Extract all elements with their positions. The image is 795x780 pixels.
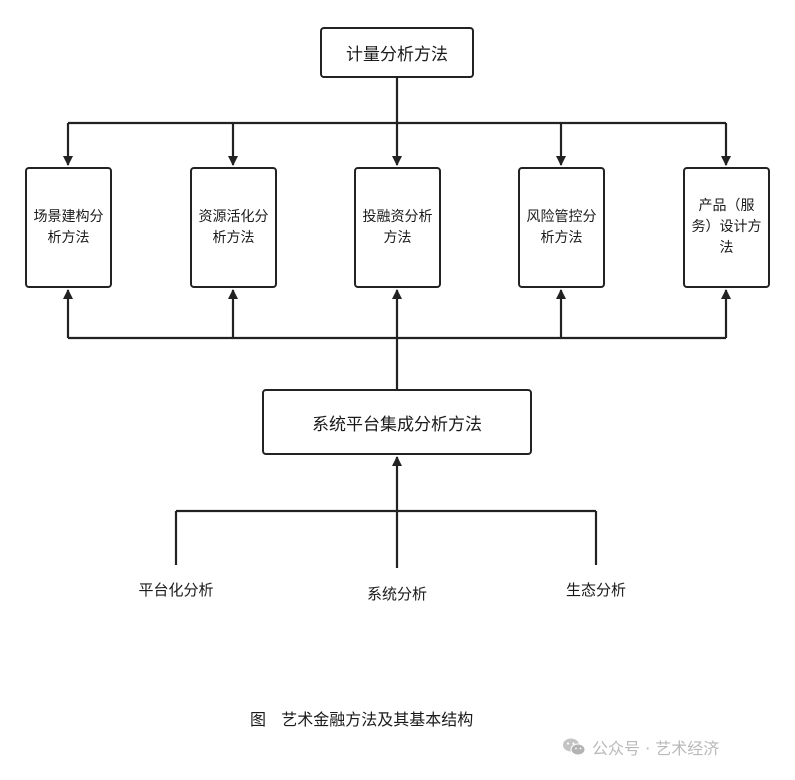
resource-activation-box: 资源活化分析方法 — [190, 167, 277, 288]
quantitative-analysis-box: 计量分析方法 — [320, 27, 474, 78]
ecology-analysis-label: 生态分析 — [565, 581, 627, 599]
platform-analysis-label: 平台化分析 — [138, 581, 214, 599]
quantitative-analysis-label: 计量分析方法 — [346, 45, 448, 65]
watermark: 公众号 · 艺术经济 — [562, 735, 719, 759]
investment-financing-box: 投融资分析方法 — [354, 167, 441, 288]
scene-construction-box: 场景建构分析方法 — [25, 167, 112, 288]
resource-activation-label: 资源活化分析方法 — [198, 208, 269, 246]
system-platform-integration-label: 系统平台集成分析方法 — [312, 414, 482, 435]
figure-caption: 图 艺术金融方法及其基本结构 — [250, 710, 474, 729]
product-service-design-label: 产品（服务）设计方法 — [691, 198, 762, 256]
system-analysis-label: 系统分析 — [366, 585, 428, 603]
watermark-text: 公众号 · 艺术经济 — [592, 739, 720, 758]
product-service-design-box: 产品（服务）设计方法 — [683, 167, 770, 288]
investment-financing-label: 投融资分析方法 — [362, 208, 433, 246]
risk-control-label: 风险管控分析方法 — [526, 208, 597, 246]
wechat-icon — [563, 738, 586, 756]
risk-control-box: 风险管控分析方法 — [518, 167, 605, 288]
scene-construction-label: 场景建构分析方法 — [33, 208, 104, 246]
system-platform-integration-box: 系统平台集成分析方法 — [262, 389, 532, 455]
